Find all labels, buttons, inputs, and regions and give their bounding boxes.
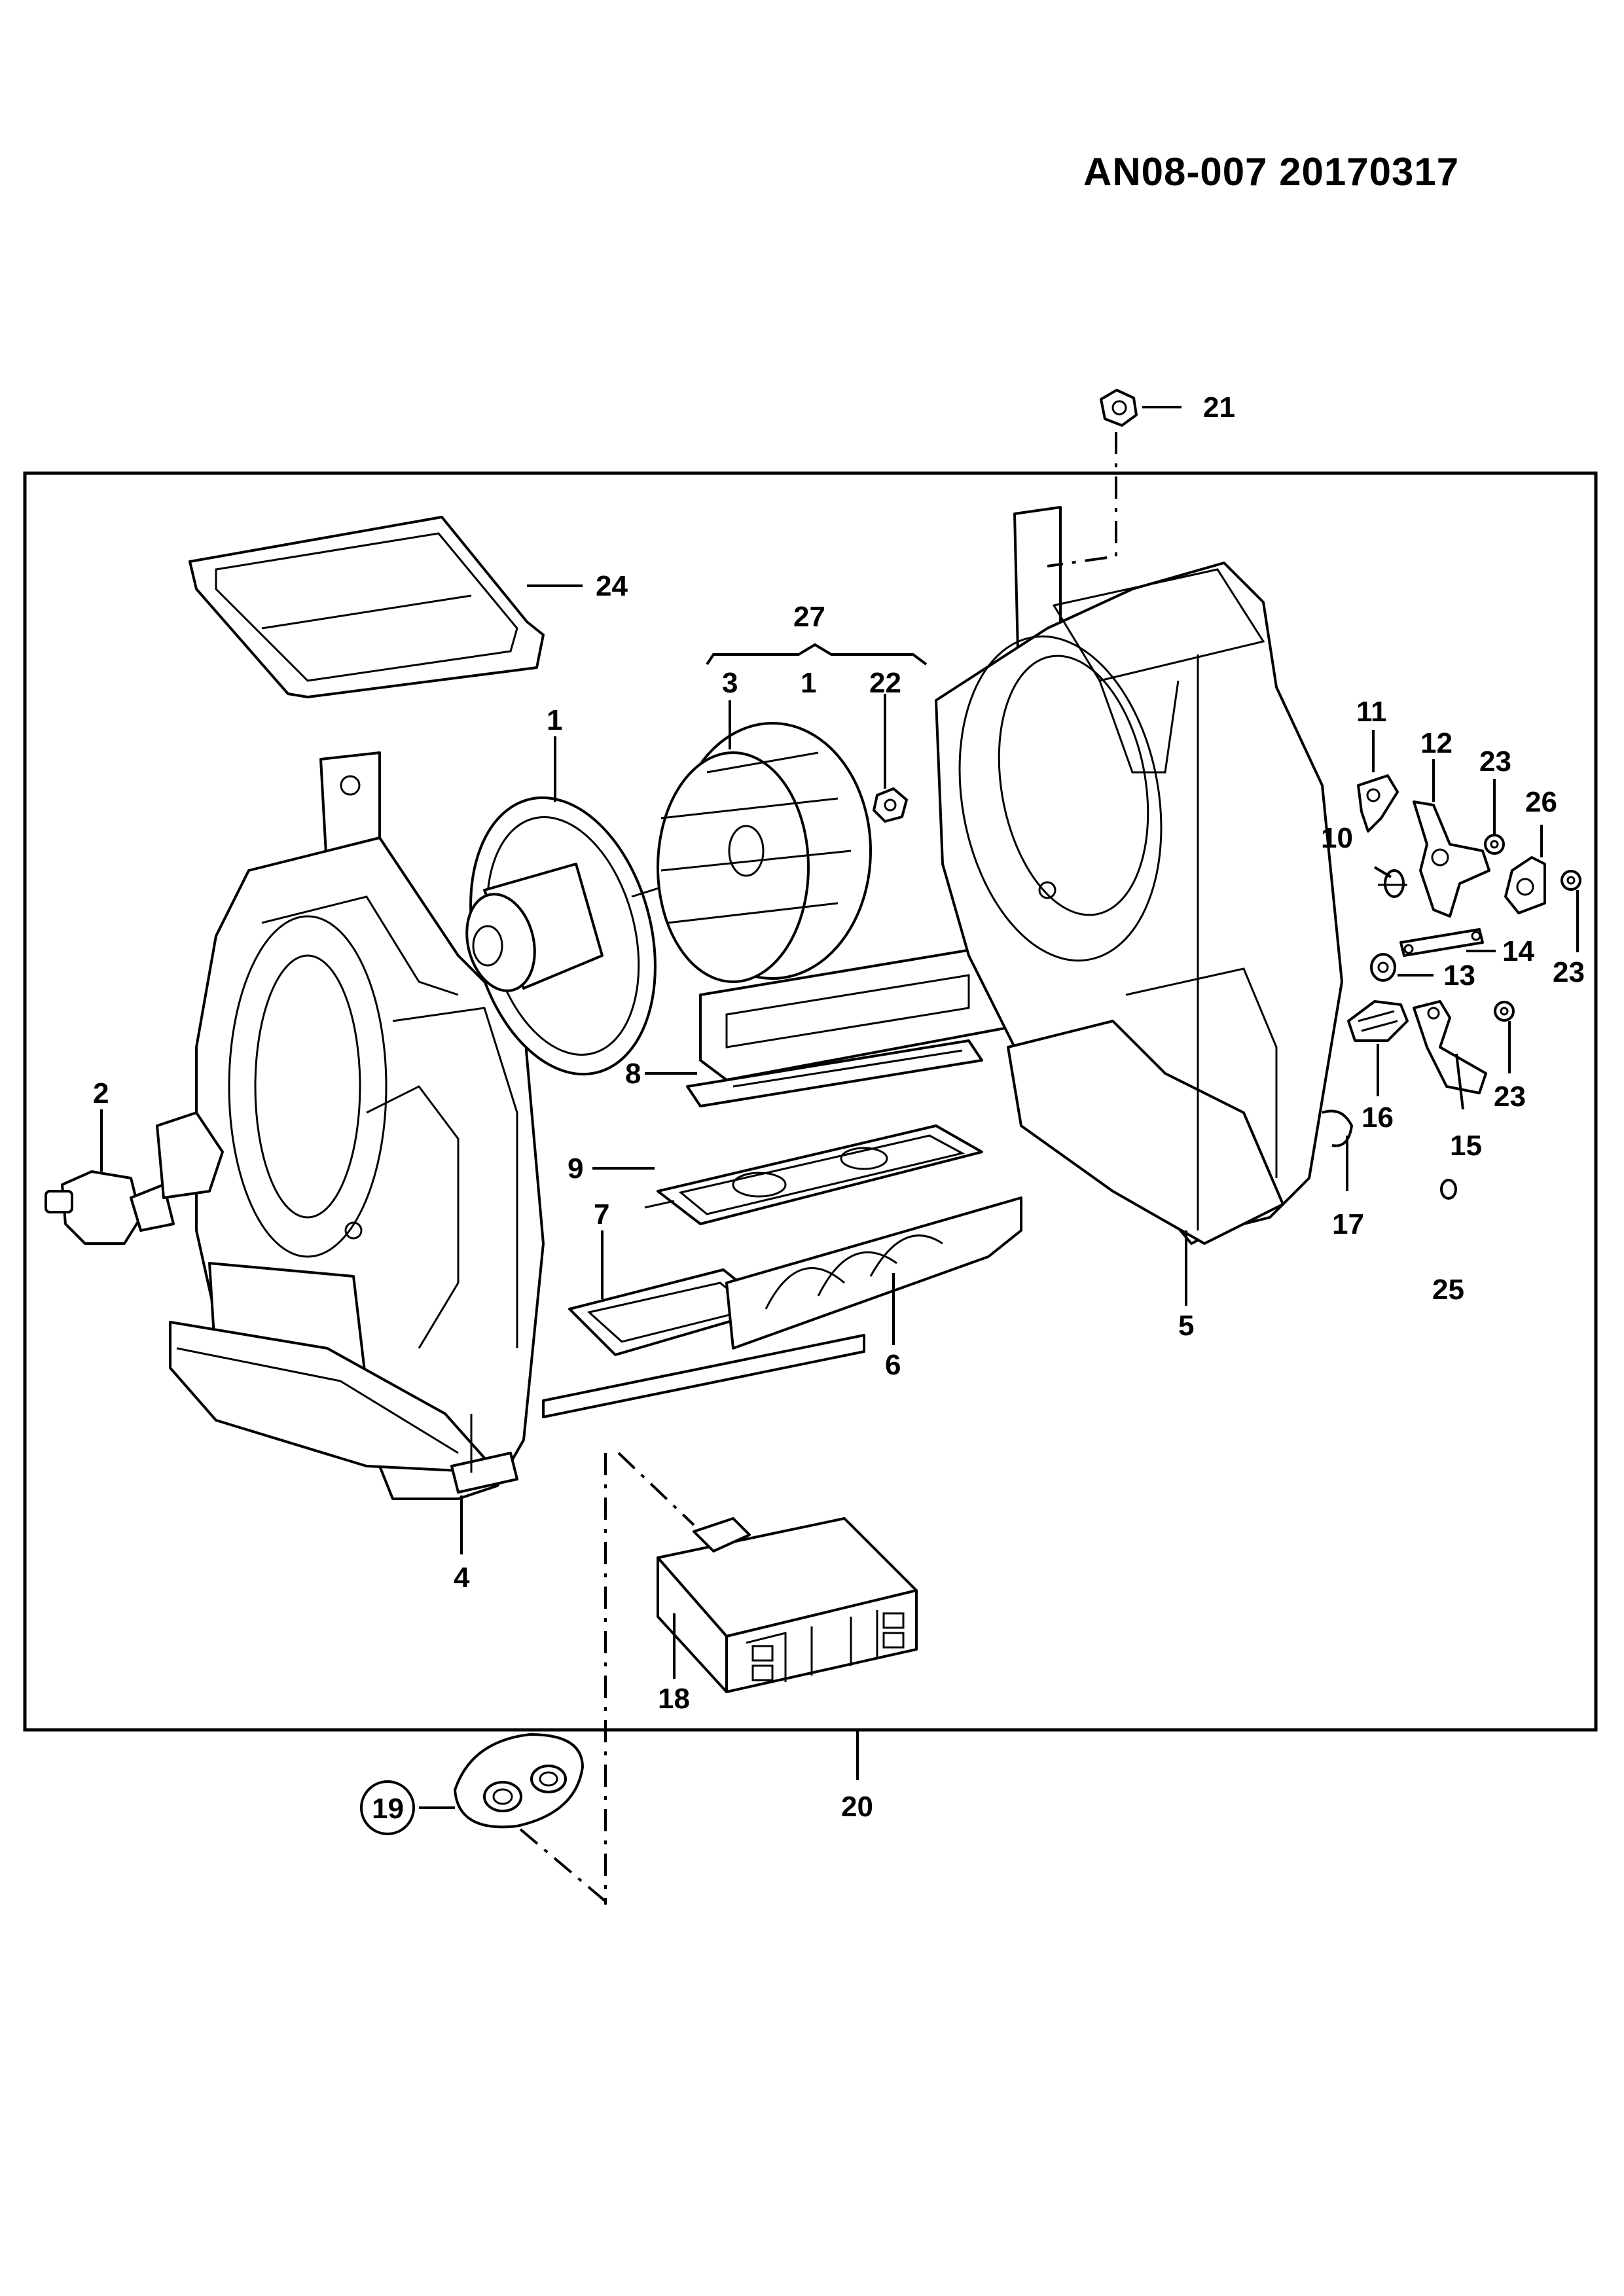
callout-1: 1: [547, 704, 562, 736]
fan-wheel-part[interactable]: [657, 722, 872, 983]
callout-15: 15: [1450, 1130, 1482, 1162]
bushing-part-13[interactable]: [1370, 953, 1396, 982]
callout-12: 12: [1420, 727, 1453, 759]
lever-part-16[interactable]: [1347, 1000, 1409, 1042]
callout-14: 14: [1502, 935, 1534, 967]
washer-part-23-lower[interactable]: [1494, 1001, 1515, 1022]
callout-4: 4: [454, 1562, 470, 1594]
callout-11: 11: [1356, 696, 1387, 728]
callout-27: 27: [793, 601, 825, 633]
callout-1-kit: 1: [801, 667, 816, 699]
callout-23-lower: 23: [1494, 1081, 1526, 1113]
clip-part-17[interactable]: [1322, 1109, 1353, 1147]
left-housing-part[interactable]: [169, 751, 545, 1500]
callout-3: 3: [722, 667, 738, 699]
nut-part[interactable]: [873, 787, 908, 823]
callout-26: 26: [1525, 786, 1557, 818]
callout-5: 5: [1178, 1310, 1194, 1342]
callout-23-top: 23: [1479, 745, 1511, 778]
callout-8: 8: [625, 1058, 641, 1090]
callout-19: 19: [372, 1793, 404, 1825]
lever-part-11[interactable]: [1357, 774, 1399, 833]
pin-part-10[interactable]: [1378, 869, 1407, 898]
callout-7: 7: [594, 1198, 609, 1230]
callout-16: 16: [1362, 1102, 1394, 1134]
right-housing-part[interactable]: [935, 506, 1343, 1245]
lever-part-12[interactable]: [1413, 800, 1490, 918]
damper-door-part[interactable]: [644, 1124, 983, 1225]
callout-25: 25: [1432, 1274, 1464, 1306]
washer-part-23-upper[interactable]: [1484, 834, 1505, 855]
washer-part-23-right[interactable]: [1561, 870, 1581, 891]
door-shaft-part[interactable]: [686, 948, 1009, 1107]
actuator-connector-part[interactable]: [45, 1111, 224, 1245]
callout-17: 17: [1332, 1208, 1364, 1240]
callout-24: 24: [596, 570, 628, 602]
callout-9: 9: [568, 1153, 583, 1185]
filter-pad-part[interactable]: [189, 516, 545, 698]
circled-callout-19: [360, 1780, 415, 1835]
blower-motor-part[interactable]: [443, 778, 695, 1094]
callout-13: 13: [1443, 960, 1475, 992]
callout-22: 22: [869, 667, 901, 699]
bolt-part[interactable]: [1100, 389, 1138, 427]
callout-6: 6: [885, 1349, 901, 1381]
callout-18: 18: [658, 1683, 690, 1715]
callout-2: 2: [93, 1077, 109, 1109]
grommet-plate-part[interactable]: [454, 1733, 584, 1829]
kit-bracket: [706, 643, 928, 666]
link-rod-part-14[interactable]: [1399, 928, 1484, 957]
callout-10: 10: [1321, 822, 1353, 854]
mode-door-part[interactable]: [542, 1196, 1022, 1418]
callout-23-right: 23: [1553, 956, 1585, 988]
nut-part-25[interactable]: [1440, 1179, 1457, 1200]
callout-20: 20: [841, 1791, 873, 1823]
callout-21: 21: [1203, 391, 1235, 423]
document-code-title: AN08-007 20170317: [1083, 150, 1460, 194]
lever-part-15[interactable]: [1413, 1000, 1487, 1094]
actuator-part-26[interactable]: [1504, 856, 1546, 914]
assembly-frame: [23, 471, 1598, 1732]
resistor-module-part[interactable]: [657, 1517, 918, 1693]
